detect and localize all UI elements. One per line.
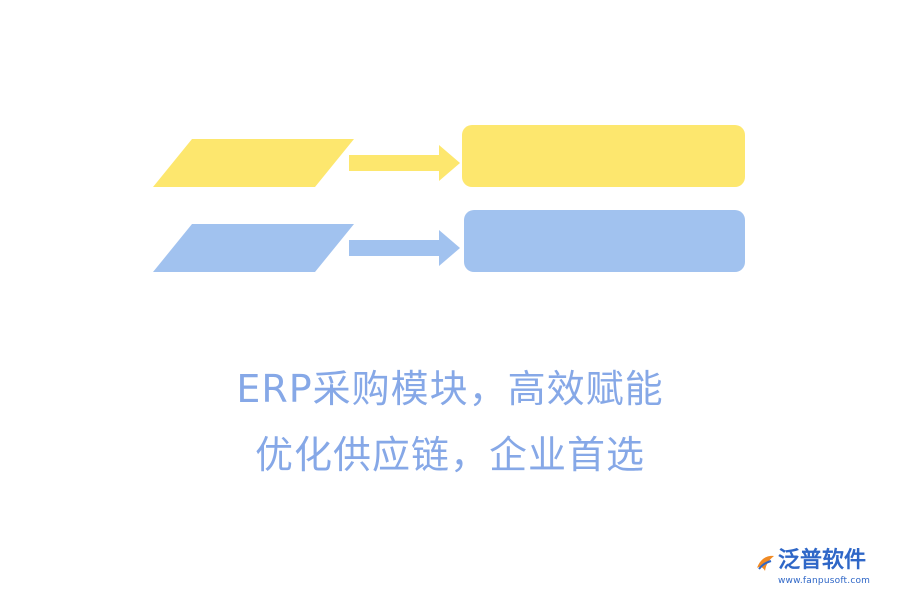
yellow-arrow [349,145,460,181]
yellow-parallelogram [153,139,354,187]
blue-parallelogram [153,224,354,272]
brand-logo: 泛普软件 www.fanpusoft.com [754,546,888,590]
logo-text: 泛普软件 [778,548,867,573]
blue-box [464,210,745,272]
logo-url: www.fanpusoft.com [778,576,871,586]
caption-line-2: 优化供应链，企业首选 [254,433,645,477]
caption-line-1: ERP采购模块，高效赋能 [236,367,664,411]
blue-arrow [349,230,460,266]
fanpu-logo-icon [757,555,774,571]
yellow-box [462,125,745,187]
